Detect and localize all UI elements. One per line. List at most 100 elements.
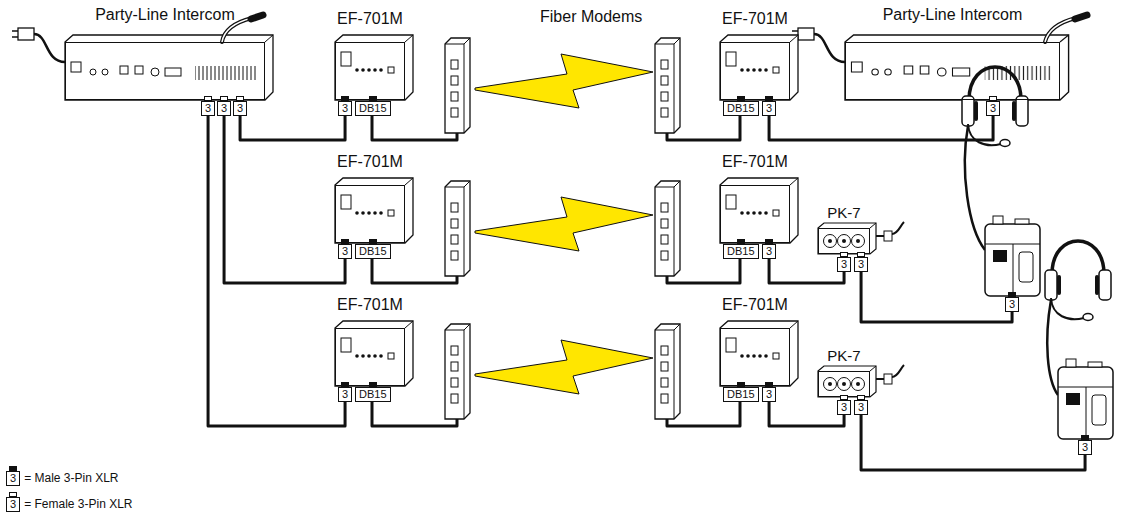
headset bbox=[962, 67, 1028, 147]
connector-label: 3 bbox=[237, 102, 243, 114]
connector-jack: 3 bbox=[217, 101, 231, 116]
device-name: PK-7 bbox=[827, 204, 860, 222]
xlr-cable bbox=[861, 415, 1085, 470]
device-name: EF-701M bbox=[722, 296, 788, 314]
device-name: PK-7 bbox=[827, 347, 860, 365]
connector-jack: 3 bbox=[986, 101, 1000, 116]
female-mark bbox=[857, 252, 865, 257]
fiber-modem bbox=[655, 38, 680, 133]
legend-text: = Male 3-Pin XLR bbox=[24, 471, 118, 486]
pk-7-body bbox=[818, 365, 904, 397]
headset bbox=[962, 67, 1111, 321]
device-name: EF-701M bbox=[722, 153, 788, 171]
ef-701m-unit: EF-701MDB153 bbox=[720, 42, 790, 100]
device-name: EF-701M bbox=[337, 296, 403, 314]
device-name: EF-701M bbox=[337, 10, 403, 28]
connector-jack: DB15 bbox=[723, 387, 759, 402]
ef-701m-chassis bbox=[720, 178, 798, 243]
connector-swatch: 3 bbox=[6, 471, 20, 486]
ef-701m-chassis bbox=[335, 35, 798, 386]
female-mark bbox=[989, 96, 997, 101]
connector-label: 3 bbox=[766, 388, 772, 400]
connector-label: DB15 bbox=[727, 102, 755, 114]
male-mark bbox=[737, 382, 745, 387]
male-mark bbox=[737, 96, 745, 101]
headset bbox=[1045, 241, 1111, 321]
connector-jack: 3 bbox=[837, 400, 851, 415]
headset-cord bbox=[1047, 300, 1058, 395]
db15-cable bbox=[372, 259, 457, 283]
connector-label: DB15 bbox=[359, 102, 387, 114]
intercom-station: Party-Line Intercom333 bbox=[65, 42, 265, 100]
legend-row: 3 = Female 3-Pin XLR bbox=[6, 486, 133, 512]
connector-jack: 3 bbox=[1078, 440, 1092, 455]
ef-701m-chassis bbox=[335, 321, 413, 386]
power-cord bbox=[798, 28, 814, 40]
xlr-cable bbox=[769, 402, 844, 426]
ef-701m-unit: EF-701MDB153 bbox=[720, 328, 790, 386]
xlr-cable bbox=[769, 116, 993, 140]
connector-jack: DB15 bbox=[723, 101, 759, 116]
connector-label: 3 bbox=[1009, 298, 1015, 310]
male-mark bbox=[341, 96, 349, 101]
xlr-cable bbox=[208, 116, 345, 426]
connector-label: 3 bbox=[1082, 441, 1088, 453]
ef-701m-chassis bbox=[335, 178, 413, 243]
power-cord bbox=[814, 34, 845, 62]
female-mark bbox=[236, 96, 244, 101]
connector-jack: 3 bbox=[762, 244, 776, 259]
male-mark bbox=[341, 239, 349, 244]
fiber-link-bolt bbox=[475, 54, 653, 108]
male-mark bbox=[765, 382, 773, 387]
fiber-link-bolt bbox=[475, 340, 653, 394]
male-mark bbox=[369, 239, 377, 244]
connector-label: 3 bbox=[858, 258, 864, 270]
legend: 3 = Male 3-Pin XLR 3 = Female 3-Pin XLR bbox=[6, 460, 133, 512]
connector-jack: 3 bbox=[837, 257, 851, 272]
device-name: EF-701M bbox=[722, 10, 788, 28]
swatch-label: 3 bbox=[10, 498, 16, 510]
male-mark bbox=[341, 382, 349, 387]
male-mark bbox=[765, 239, 773, 244]
beltpack bbox=[985, 216, 1113, 439]
swatch-label: 3 bbox=[10, 472, 16, 484]
female-mark bbox=[220, 96, 228, 101]
legend-text: = Female 3-Pin XLR bbox=[24, 497, 132, 512]
power-cord bbox=[34, 34, 65, 62]
gooseneck-mic bbox=[1045, 18, 1076, 42]
connector-label: DB15 bbox=[727, 388, 755, 400]
connector-label: DB15 bbox=[727, 245, 755, 257]
fiber-modem bbox=[445, 181, 470, 276]
connector-jack: 3 bbox=[854, 257, 868, 272]
male-mark bbox=[1081, 435, 1089, 440]
connector-label: 3 bbox=[221, 102, 227, 114]
db15-cable bbox=[372, 116, 740, 426]
ef-701m-unit: EF-701MDB153 bbox=[720, 185, 790, 243]
fiber-modem bbox=[655, 181, 680, 276]
connector-jack: DB15 bbox=[355, 387, 391, 402]
device-name: Party-Line Intercom bbox=[883, 6, 1023, 24]
connector-jack: 3 bbox=[201, 101, 215, 116]
db15-cable bbox=[372, 116, 457, 140]
connector-label: 3 bbox=[841, 258, 847, 270]
gender-mark bbox=[9, 492, 17, 497]
connector-label: 3 bbox=[990, 102, 996, 114]
connector-jack: 3 bbox=[762, 101, 776, 116]
pk-7-adapter: PK-733 bbox=[818, 228, 870, 254]
group-label: Fiber Modems bbox=[540, 8, 642, 26]
connector-swatch: 3 bbox=[6, 497, 20, 512]
legend-row: 3 = Male 3-Pin XLR bbox=[6, 460, 133, 486]
connector-jack: DB15 bbox=[723, 244, 759, 259]
device-name: Party-Line Intercom bbox=[95, 6, 235, 24]
device-name: EF-701M bbox=[337, 153, 403, 171]
connector-label: 3 bbox=[858, 401, 864, 413]
headset-cord bbox=[965, 126, 1058, 395]
fiber-modem bbox=[655, 324, 680, 419]
connector-jack: 3 bbox=[233, 101, 247, 116]
connector-label: 3 bbox=[342, 102, 348, 114]
fiber-modem bbox=[445, 38, 680, 419]
intercom-station: Party-Line Intercom3 bbox=[845, 42, 1060, 100]
beltpack bbox=[985, 216, 1040, 296]
